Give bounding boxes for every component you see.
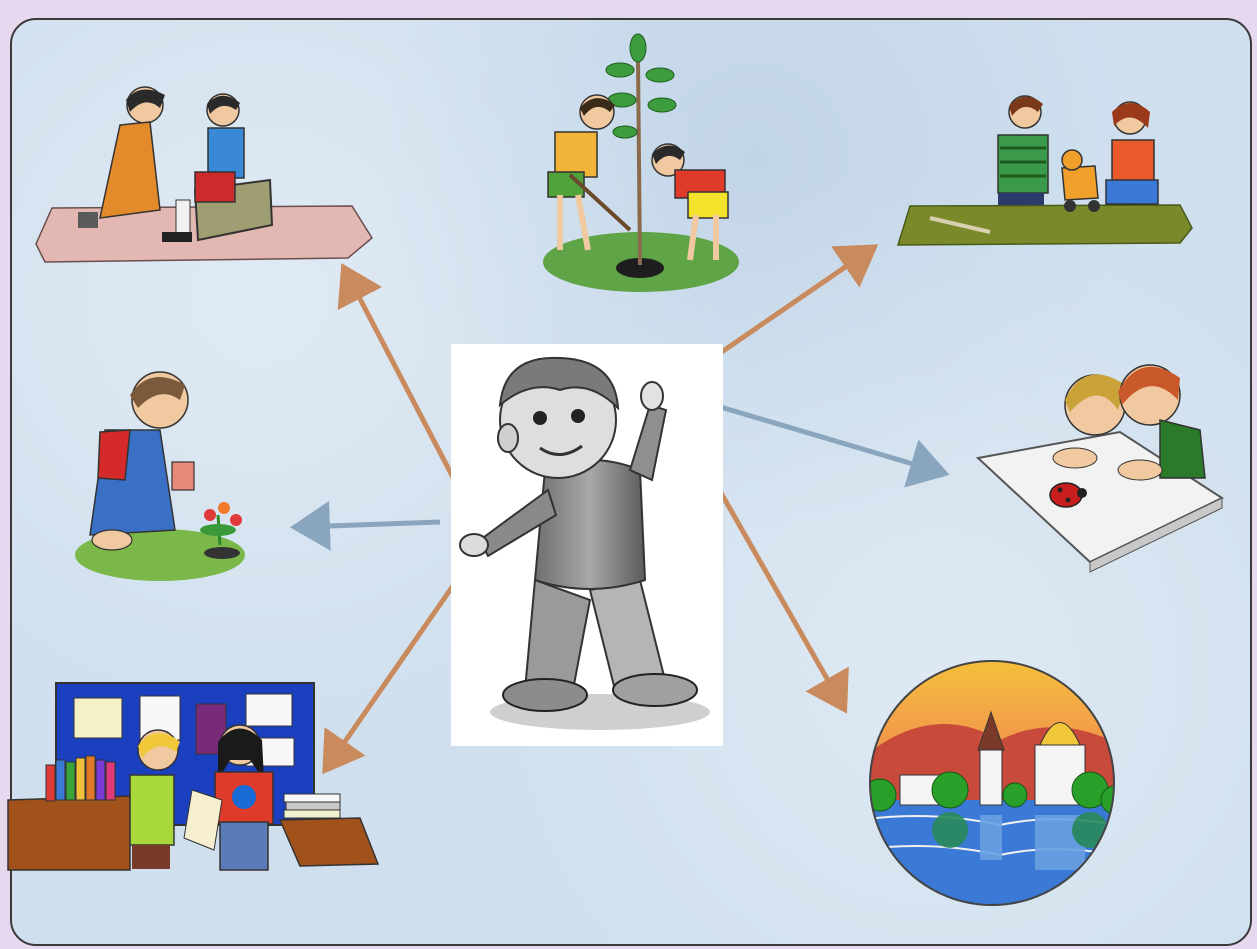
children-playing-sandbox-icon bbox=[35, 86, 373, 263]
boys-planting-tree-icon bbox=[543, 33, 739, 292]
town-church-landscape-icon bbox=[869, 660, 1115, 906]
children-in-classroom-library-icon bbox=[7, 682, 380, 871]
arrow-to-library bbox=[322, 565, 469, 775]
boy-tending-flowers-icon bbox=[75, 371, 245, 581]
arrow-to-sandbox bbox=[337, 263, 473, 512]
boy-pointing-grayscale-icon bbox=[451, 344, 723, 746]
arrow-to-ladybug bbox=[679, 392, 950, 488]
children-watching-ladybug-icon bbox=[975, 364, 1225, 573]
arrow-to-flowers bbox=[290, 500, 441, 551]
children-repairing-toy-icon bbox=[896, 95, 1193, 246]
